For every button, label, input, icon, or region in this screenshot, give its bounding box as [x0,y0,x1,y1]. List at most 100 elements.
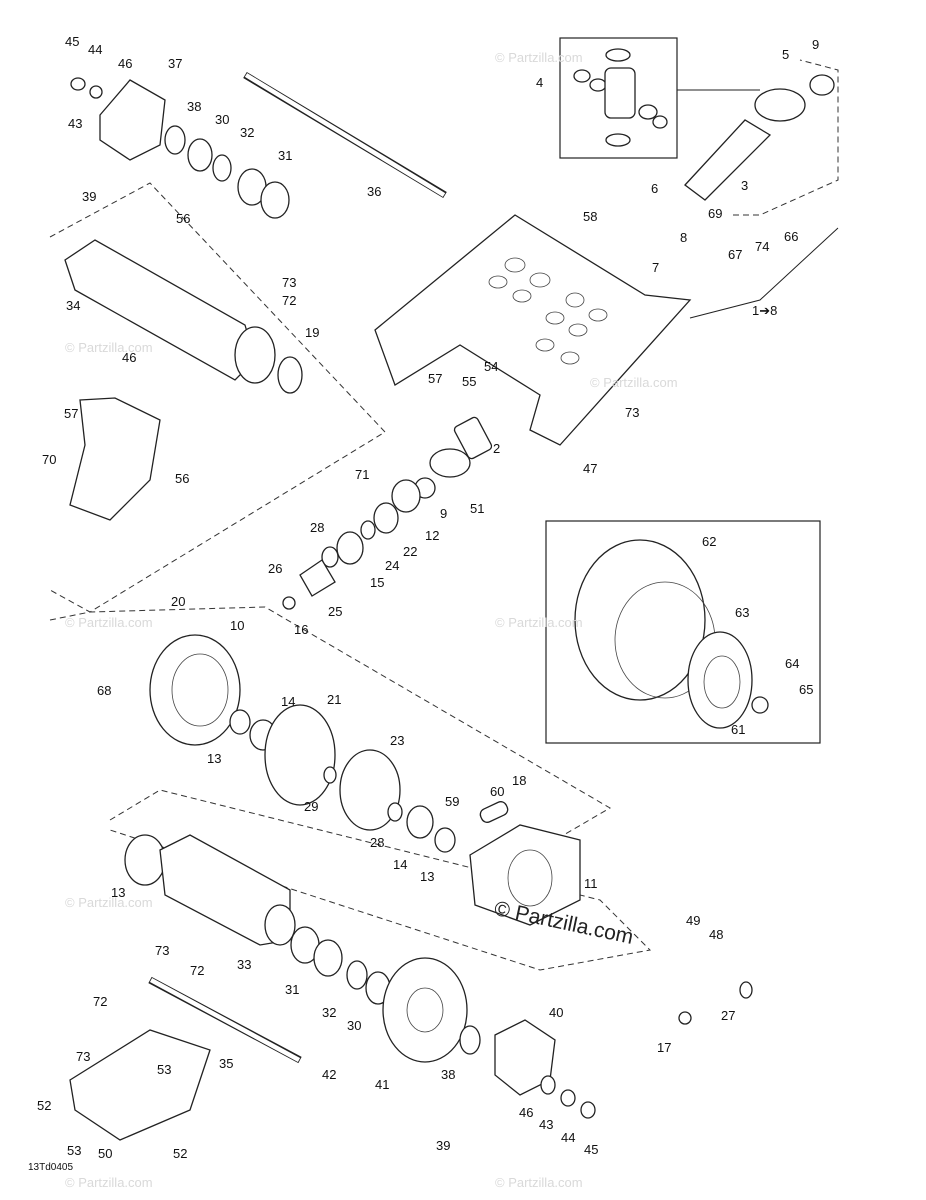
watermark: © Partzilla.com [495,50,583,65]
figure-code: 13Td0405 [28,1162,74,1173]
callout: 53 [67,1143,82,1158]
watermark: © Partzilla.com [65,1175,153,1190]
watermark: © Partzilla.com [495,1175,583,1190]
pinion-25 [299,559,336,597]
callout: 30 [215,112,230,127]
callout: 17 [657,1040,672,1055]
shim-29 [323,766,337,784]
callout: 21 [327,692,342,707]
callout: 31 [285,982,300,997]
callout: 70 [42,452,57,467]
callout: 14 [281,694,296,709]
callout: 32 [240,125,255,140]
callout: 59 [445,794,460,809]
o-ring-19 [277,356,303,394]
callout: 33 [237,957,252,972]
cap-61 [751,696,769,714]
ring-24 [360,520,376,540]
callout: 2 [493,441,501,456]
watermark: © Partzilla.com [495,615,583,630]
callout: 3 [741,178,749,193]
callout: 30 [347,1018,362,1033]
callout: 28 [310,520,325,535]
callout: 13 [420,869,435,884]
housing-10 [149,634,241,746]
bracket-70 [69,397,161,521]
callout: 73 [155,943,170,958]
callout: 38 [441,1067,456,1082]
watermark: © Partzilla.com [65,340,153,355]
boot-9 [809,74,835,96]
callout: 47 [583,461,598,476]
callout: 4 [536,75,544,90]
axle-tube-34 [64,239,256,381]
callout: 39 [82,189,97,204]
callout: 67 [728,247,743,262]
callout: 66 [784,229,799,244]
breather-59 [479,801,509,823]
washer-43 [89,85,103,99]
sleeve-2 [453,416,493,460]
callout: 51 [470,501,485,516]
callout: 45 [584,1142,599,1157]
plug-27 [739,981,753,999]
callout: 36 [367,184,382,199]
drive-shaft [684,119,772,201]
callout: 34 [66,298,81,313]
washer-51 [429,448,471,478]
callout: 56 [175,471,190,486]
callout: 13 [111,885,126,900]
callout: 49 [686,913,701,928]
shim-28b [387,802,403,822]
callout: 42 [322,1067,337,1082]
callout: 38 [187,99,202,114]
callout: 50 [98,1146,113,1161]
ring-32b [346,960,368,990]
callout: 68 [97,683,112,698]
callout: 52 [37,1098,52,1113]
watermark: © Partzilla.com [590,375,678,390]
callout: 60 [490,784,505,799]
callout: 28 [370,835,385,850]
tire-62 [574,539,706,701]
callout: 23 [390,733,405,748]
callout: 37 [168,56,183,71]
callout: 26 [268,561,283,576]
callout: 73 [282,275,297,290]
upper-left-group-outline [49,182,386,613]
callout: 22 [403,544,418,559]
callout: 29 [304,799,319,814]
ring-32 [212,154,232,182]
u-joint-parts [573,48,668,147]
hub-37 [99,79,166,161]
callout: 13 [207,751,222,766]
u-joint-inset-box [559,37,678,159]
seal-12 [391,479,421,513]
wheel-inset-box [545,520,821,744]
callout: 12 [425,528,440,543]
bearing-31d [313,939,343,977]
rim-63 [687,631,753,729]
callout: 57 [428,371,443,386]
nut-22 [373,502,399,534]
callout: 71 [355,467,370,482]
bearing-31b [260,181,290,219]
cap-17 [678,1011,692,1025]
callout: 5 [782,47,790,62]
callout: 9 [440,506,448,521]
callout: 32 [322,1005,337,1020]
callout: 72 [282,293,297,308]
callout: 44 [88,42,103,57]
swing-arm-holes [488,257,608,365]
o-ring-21 [264,704,336,806]
callout: 48 [709,927,724,942]
callout: 8 [680,230,688,245]
callout: 1➔8 [752,303,778,318]
callout: 73 [625,405,640,420]
swingarm-leader [689,227,839,319]
seal-38 [164,125,186,155]
driveshaft-leader-outline [733,59,839,216]
callout: 58 [583,209,598,224]
callout: 9 [812,37,820,52]
callout: 54 [484,359,499,374]
